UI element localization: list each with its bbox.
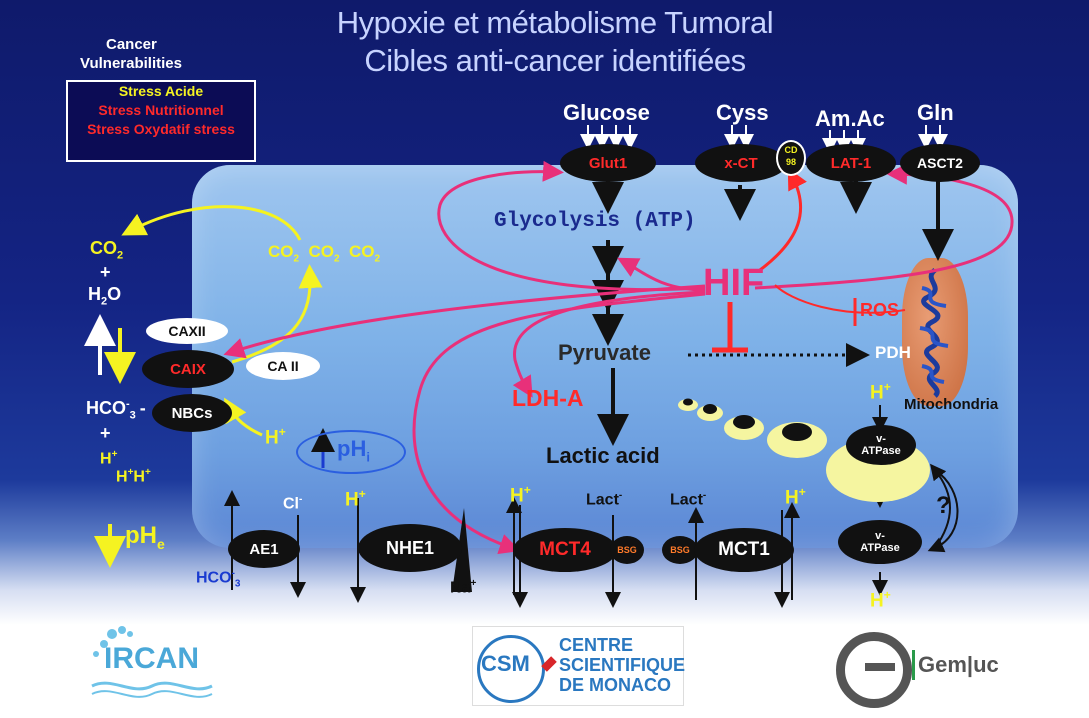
phi-label: pHi xyxy=(337,436,370,465)
glucose-label: Glucose xyxy=(563,100,650,125)
h-plus-vatpase: H+ xyxy=(870,588,891,612)
legend-box: Stress Acide Stress Nutritionnel Stress … xyxy=(66,80,256,162)
h2o-label: H2O xyxy=(88,284,122,308)
caix-enzyme: CAIX xyxy=(142,350,234,388)
xct-transporter: x-CT xyxy=(695,144,787,182)
gln-label: Gln xyxy=(917,100,954,125)
bsg-mct1: BSG xyxy=(662,536,698,564)
asct2-transporter: ASCT2 xyxy=(900,144,980,182)
legend-item-acid: Stress Acide xyxy=(118,83,204,99)
co2-cluster: CO2 CO2 CO2 xyxy=(268,242,381,265)
mitochondria-label: Mitochondria xyxy=(904,396,999,413)
co2-extracellular: CO2 xyxy=(90,238,124,262)
lact-mct4: Lact- xyxy=(586,490,623,509)
h-plus-mct1: H+ xyxy=(785,485,806,509)
amac-label: Am.Ac xyxy=(815,106,885,131)
cl-label: Cl- xyxy=(283,494,303,513)
ircan-dots xyxy=(91,626,213,698)
h-plus-mct4: H+ xyxy=(510,483,531,507)
na-label: Na+ xyxy=(450,578,477,597)
plus-2: + xyxy=(100,423,111,443)
nbcs-transporter: NBCs xyxy=(152,394,232,432)
glycolysis-label: Glycolysis (ATP) xyxy=(494,210,696,233)
legend-heading-1: Cancer xyxy=(106,36,157,53)
plus-1: + xyxy=(100,262,111,282)
lactic-acid-label: Lactic acid xyxy=(546,443,660,468)
legend-heading-2: Vulnerabilities xyxy=(80,55,182,72)
ca2-enzyme: CA II xyxy=(246,352,320,380)
mitochondria-shape xyxy=(902,258,968,406)
hif-label: HIF xyxy=(703,262,765,304)
gemluc-logo: Gem|uc xyxy=(912,646,1012,686)
hco3-label: HCO-3- xyxy=(86,398,146,422)
vatpase-vesicle: v- ATPase xyxy=(846,425,916,465)
bsg-mct4: BSG xyxy=(610,536,644,564)
ircan-logo: IRCAN xyxy=(82,624,242,704)
nhe1-transporter: NHE1 xyxy=(358,524,462,572)
hco3-membrane-label: HCO-3 xyxy=(196,568,241,590)
ldha-label: LDH-A xyxy=(512,385,584,411)
title-line-1: Hypoxie et métabolisme Tumoral xyxy=(336,5,774,40)
csm-abbr: CSM xyxy=(481,651,530,676)
pdh-label: PDH xyxy=(875,343,911,362)
gemluc-text: Gem|uc xyxy=(918,652,999,677)
h-plus-mito: H+ xyxy=(870,380,891,404)
mitochondria-cristae xyxy=(919,268,949,398)
phi-bubble xyxy=(296,430,406,474)
legend-item-oxidative: Stress Oxydatif stress xyxy=(87,121,235,137)
gemluc-ring-icon xyxy=(836,632,912,708)
legend-item-nutritional: Stress Nutritionnel xyxy=(98,102,224,118)
caxii-enzyme: CAXII xyxy=(146,318,228,344)
h-plus-nhe1: H+ xyxy=(345,487,366,511)
h-ions-cluster: H+ H+H+ xyxy=(100,449,151,486)
glut1-transporter: Glut1 xyxy=(560,144,656,182)
mct4-transporter: MCT4 xyxy=(513,528,617,572)
ros-label: ROS xyxy=(860,300,900,320)
ircan-text: IRCAN xyxy=(104,642,199,675)
cyss-label: Cyss xyxy=(716,100,769,125)
lact-mct1: Lact- xyxy=(670,490,707,509)
question-mark: ? xyxy=(936,492,951,519)
vatpase-membrane: v- ATPase xyxy=(838,520,922,564)
ae1-transporter: AE1 xyxy=(228,530,300,568)
lat1-transporter: LAT-1 xyxy=(806,144,896,182)
mct1-transporter: MCT1 xyxy=(694,528,794,572)
pyruvate-label: Pyruvate xyxy=(558,340,651,365)
title-line-2: Cibles anti-cancer identifiées xyxy=(364,43,746,78)
phe-label: pHe xyxy=(125,522,165,552)
h-plus-intracellular: H+ xyxy=(265,425,286,449)
